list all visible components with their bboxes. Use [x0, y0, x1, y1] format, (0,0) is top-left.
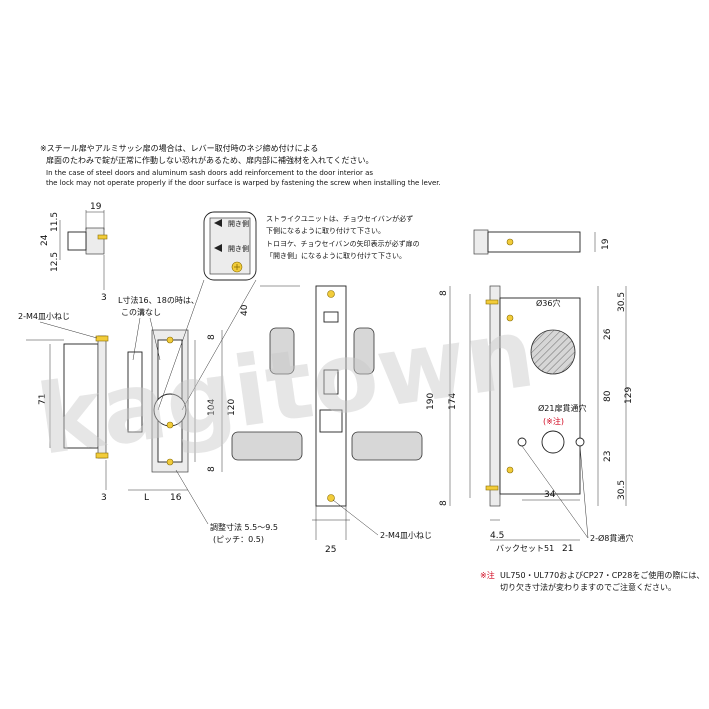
dim-3-top: 3	[101, 293, 107, 303]
front-view: 40 25 2-M4皿小ねじ	[231, 285, 432, 555]
screw-icon	[97, 234, 108, 240]
backset-label: バックセット51	[496, 544, 554, 553]
case-top-right	[487, 231, 581, 253]
faceplate-screw-bottom-icon	[327, 494, 335, 502]
dim-L: L	[144, 493, 149, 503]
thumbturn-right	[353, 327, 375, 375]
side-view: Ø36穴 Ø21扉貫通穴 (※注) 2-Ø8貫通穴	[485, 285, 633, 543]
thumbturn-left	[269, 327, 295, 375]
hole-8-label: 2-Ø8貫通穴	[590, 533, 633, 543]
spindle-hole-36	[530, 329, 576, 375]
hole-21-label: Ø21扉貫通穴	[538, 403, 586, 413]
warning-notes: ※スチール扉やアルミサッシ扉の場合は、レバー取付時のネジ締め付けによる 扉面のた…	[40, 143, 441, 187]
bottom-note-line2: 切り欠き寸法が変わりますのでご注意ください。	[500, 582, 676, 592]
bottom-note: ※注 UL750・UL770およびCP27・CP28をご使用の際には、 切り欠き…	[480, 570, 704, 592]
dim-8-bottom-strike: 8	[207, 466, 217, 472]
strike-note-line1: ストライクユニットは、チョウセイバンが必ず	[266, 214, 413, 223]
dim-71: 71	[38, 394, 48, 405]
strike-screw-bottom-icon	[166, 458, 174, 466]
side-screw-top-icon	[485, 299, 499, 305]
l-note-1: L寸法16、18の時は、	[118, 295, 199, 305]
strike-screw-top-icon	[166, 336, 174, 344]
dim-4-5: 4.5	[490, 531, 504, 541]
dim-19-right: 19	[601, 238, 611, 250]
dim-8-bottom-front: 8	[439, 500, 449, 506]
right-top-view: 19	[473, 229, 611, 255]
screw-label-front: 2-M4皿小ねじ	[380, 531, 432, 540]
dim-40: 40	[240, 304, 250, 316]
dim-104: 104	[207, 399, 217, 416]
dim-8-top-strike: 8	[207, 334, 217, 340]
case-top-screw-icon	[506, 238, 514, 246]
dim-23: 23	[603, 451, 613, 462]
faceplate-top-section	[85, 227, 105, 255]
dim-190: 190	[426, 393, 436, 410]
dim-11-5: 11.5	[50, 212, 60, 232]
dim-120: 120	[227, 399, 237, 416]
lever-left	[231, 431, 303, 461]
adjust-line1: 調整寸法 5.5～9.5	[210, 522, 278, 532]
strike-note-line3: トロヨケ、チョウセイバンの矢印表示が必ず扉の	[266, 239, 420, 248]
side-screw-bottom-icon	[485, 485, 499, 491]
latch-bolt	[319, 409, 343, 433]
dim-3-bottom: 3	[101, 493, 107, 503]
note-en-line2: the lock may not operate properly if the…	[46, 179, 441, 187]
screw-bottom-icon	[95, 452, 109, 459]
dim-30-5-top: 30.5	[617, 292, 627, 312]
note-jp-line1: ※スチール扉やアルミサッシ扉の場合は、レバー取付時のネジ締め付けによる	[40, 143, 318, 153]
l-note-2: この溝なし	[121, 307, 161, 317]
dim-21: 21	[562, 544, 573, 554]
dim-129: 129	[624, 387, 634, 404]
deadbolt-slot	[323, 311, 339, 323]
strike-view: L寸法16、18の時は、 この溝なし 104 120 8 8 L 16 調整寸法…	[118, 295, 278, 544]
open-side-label-2: 開き側	[228, 244, 249, 253]
open-side-label-1: 開き側	[228, 219, 249, 228]
lever-right	[351, 431, 423, 461]
dim-34: 34	[544, 490, 556, 500]
screw-top-icon	[95, 335, 109, 342]
strike-detail-callout: 開き側 開き側 ストライクユニットは、チョウセイバンが必ず 下側になるように取り…	[157, 211, 420, 411]
dim-26: 26	[603, 328, 613, 340]
dim-12-5: 12.5	[50, 252, 60, 272]
faceplate-top-right	[473, 229, 489, 255]
bottom-note-line1: UL750・UL770およびCP27・CP28をご使用の際には、	[500, 570, 704, 580]
strike-side-profile	[127, 351, 143, 433]
strike-screw-icon	[166, 421, 174, 429]
strike-note-line4: 「開き側」になるように取り付けて下さい。	[266, 251, 406, 260]
faceplate-front	[315, 285, 347, 507]
left-top-view: 19 11.5 24 12.5 3	[40, 202, 108, 303]
dim-80: 80	[603, 390, 613, 402]
faceplate-screw-top-icon	[327, 290, 335, 298]
dim-174: 174	[448, 393, 458, 410]
case-profile	[63, 343, 99, 449]
height-dimensions: 190 174 8 8	[426, 286, 471, 506]
note-en-line1: In the case of steel doors and aluminum …	[46, 169, 373, 177]
hole-36-label: Ø36穴	[536, 298, 560, 308]
adjust-line2: (ピッチ：0.5)	[213, 535, 264, 544]
dim-24: 24	[40, 234, 50, 246]
dim-8-top-front: 8	[439, 290, 449, 296]
dim-30-5-bottom: 30.5	[617, 480, 627, 500]
side-dimensions: 30.5 26 80 129 23 30.5 34 4.5 バックセット51 2…	[490, 286, 634, 554]
latch-slot	[323, 369, 339, 395]
lock-case	[499, 297, 581, 495]
case-screw-2-icon	[506, 466, 514, 474]
bottom-note-mark: ※注	[480, 570, 495, 580]
dim-25: 25	[325, 545, 336, 555]
latch-top-section	[67, 231, 87, 251]
through-hole-8-left	[517, 437, 527, 447]
spindle-hole-21	[541, 430, 565, 454]
left-side-profile: 71 2-M4皿小ねじ 3	[18, 312, 109, 503]
hole-21-note: (※注)	[543, 416, 564, 426]
case-screw-1-icon	[506, 314, 514, 322]
dim-19: 19	[90, 202, 102, 212]
dim-16: 16	[170, 493, 182, 503]
strike-note-line2: 下側になるように取り付けて下さい。	[266, 226, 385, 235]
through-hole-8-right	[575, 437, 585, 447]
screw-label-left: 2-M4皿小ねじ	[18, 312, 70, 321]
note-jp-line2: 扉面のたわみで錠が正常に作動しない恐れがあるため、扉内部に補強材を入れてください…	[46, 155, 374, 165]
